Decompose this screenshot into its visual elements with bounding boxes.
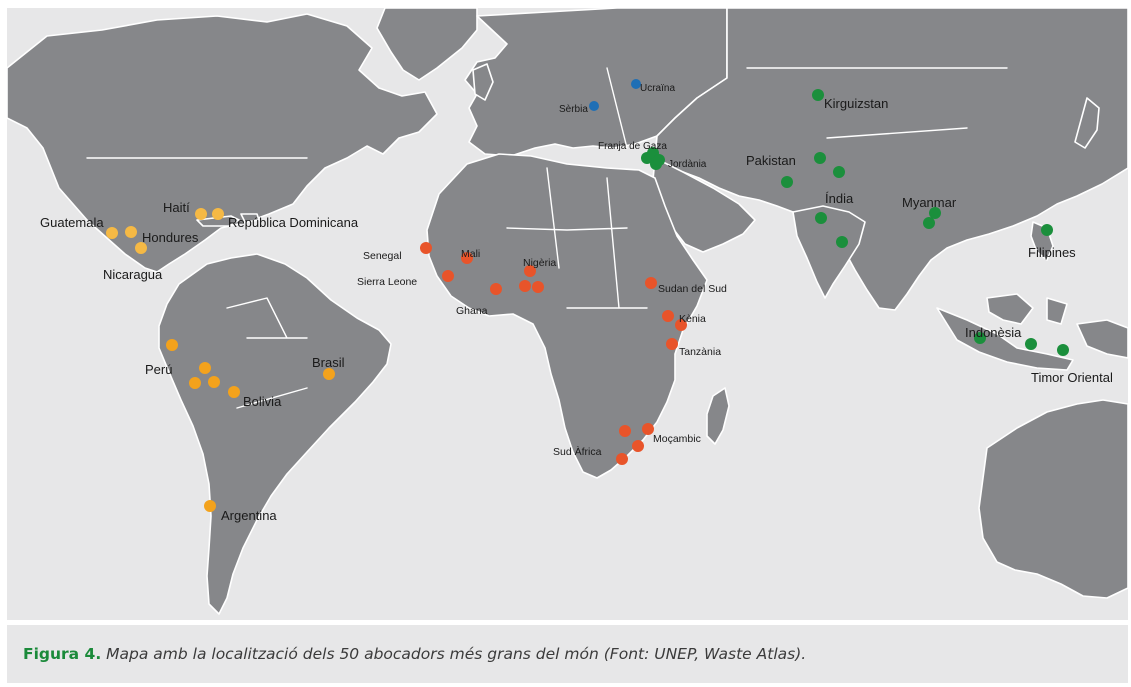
label-ucraina: Ucraïna [640,83,676,94]
country-borders [86,67,1008,409]
marker-peru-3 [189,377,201,389]
label-timor-oriental: Timor Oriental [1031,370,1113,385]
label-sierra-leone: Sierra Leone [357,276,418,288]
marker-myanmar-2 [923,217,935,229]
marker-filipines [1041,224,1053,236]
marker-hondures [125,226,137,238]
label-franja-de-gaza: Franja de Gaza [598,141,667,152]
indonesia-land [936,293,1074,371]
marker-pakistan [814,152,826,164]
label-myanmar: Myanmar [902,195,957,210]
caribbean-islands [196,213,260,227]
marker-rep-dominicana [212,208,224,220]
marker-kirguizstan [812,89,824,101]
marker-argentina [204,500,216,512]
label-nigeria: Nigèria [523,257,557,269]
marker-pakistan-2 [781,176,793,188]
label-filipines: Filipines [1028,245,1076,260]
uk-land [472,63,494,101]
marker-nigeria-2 [519,280,531,292]
label-serbia: Sèrbia [559,104,588,115]
new-guinea-land [1076,319,1128,359]
marker-kenia-2 [675,319,687,331]
marker-tanzania [666,338,678,350]
label-jordania: Jordània [668,159,707,170]
label-pakistan: Pakistan [746,153,796,168]
marker-indonesia-2 [1025,338,1037,350]
label-mali: Mali [461,248,481,260]
label-senegal: Senegal [363,250,402,262]
figure-label: Figura 4. [23,645,102,663]
greenland-land [376,8,478,81]
marker-brasil [323,368,335,380]
map-canvas [7,8,1128,615]
label-guatemala: Guatemala [40,215,104,230]
marker-peru-1 [166,339,178,351]
caption-bar: Figura 4. Mapa amb la localització dels … [7,621,1128,683]
label-brasil: Brasil [312,355,345,370]
label-sud-africa: Sud Àfrica [553,446,602,458]
marker-sud-africa-1 [619,425,631,437]
marker-india-3 [836,236,848,248]
label-nicaragua: Nicaragua [103,267,163,282]
label-peru: Perú [145,362,173,377]
label-indonesia: Indonèsia [965,325,1022,340]
marker-jordania-3 [653,154,665,166]
label-kenia: Kènia [679,313,706,325]
marker-sierra-leone [442,270,454,282]
marker-ghana [490,283,502,295]
label-argentina: Argentina [221,508,277,523]
label-sudan-del-sud: Sudan del Sud [658,283,727,295]
marker-sudan-del-sud [645,277,657,289]
figure-caption: Figura 4. Mapa amb la localització dels … [23,645,806,663]
japan-land [1074,97,1100,149]
marker-india-2 [815,212,827,224]
figure-caption-text: Mapa amb la localització dels 50 abocado… [106,645,807,663]
marker-myanmar-1 [929,207,941,219]
marker-senegal [420,242,432,254]
label-ghana: Ghana [456,305,488,317]
marker-sud-africa-3 [616,453,628,465]
label-haiti: Haití [163,200,190,215]
north-america-land [7,13,438,273]
marker-serbia [589,101,599,111]
label-kirguizstan: Kirguizstan [824,96,889,111]
marker-bolivia [228,386,240,398]
marker-ucraina [631,79,641,89]
marker-peru-2 [199,362,211,374]
marker-mali [461,252,473,264]
marker-sud-africa-2 [632,440,644,452]
label-hondures: Hondures [142,230,199,245]
madagascar-land [706,387,730,445]
india-land [792,205,866,299]
marker-peru-4 [208,376,220,388]
label-republica-dominicana: República Dominicana [228,215,359,230]
label-bolivia: Bolivia [243,394,282,409]
marker-nigeria-1 [524,265,536,277]
marker-indonesia [974,332,986,344]
label-tanzania: Tanzània [679,346,722,358]
marker-mocambic [642,423,654,435]
marker-kenia-1 [662,310,674,322]
markers-layer [106,79,1069,512]
world-map: Guatemala Hondures Nicaragua Haití Repúb… [7,8,1128,620]
south-america-land [158,253,392,615]
label-india: Índia [825,191,854,206]
label-mocambic: Moçambic [653,433,701,445]
marker-nicaragua [135,242,147,254]
marker-nigeria-3 [532,281,544,293]
marker-guatemala [106,227,118,239]
marker-haiti [195,208,207,220]
africa-land [426,153,708,479]
marker-timor-oriental [1057,344,1069,356]
australia-land [978,399,1128,599]
marker-india-1 [833,166,845,178]
